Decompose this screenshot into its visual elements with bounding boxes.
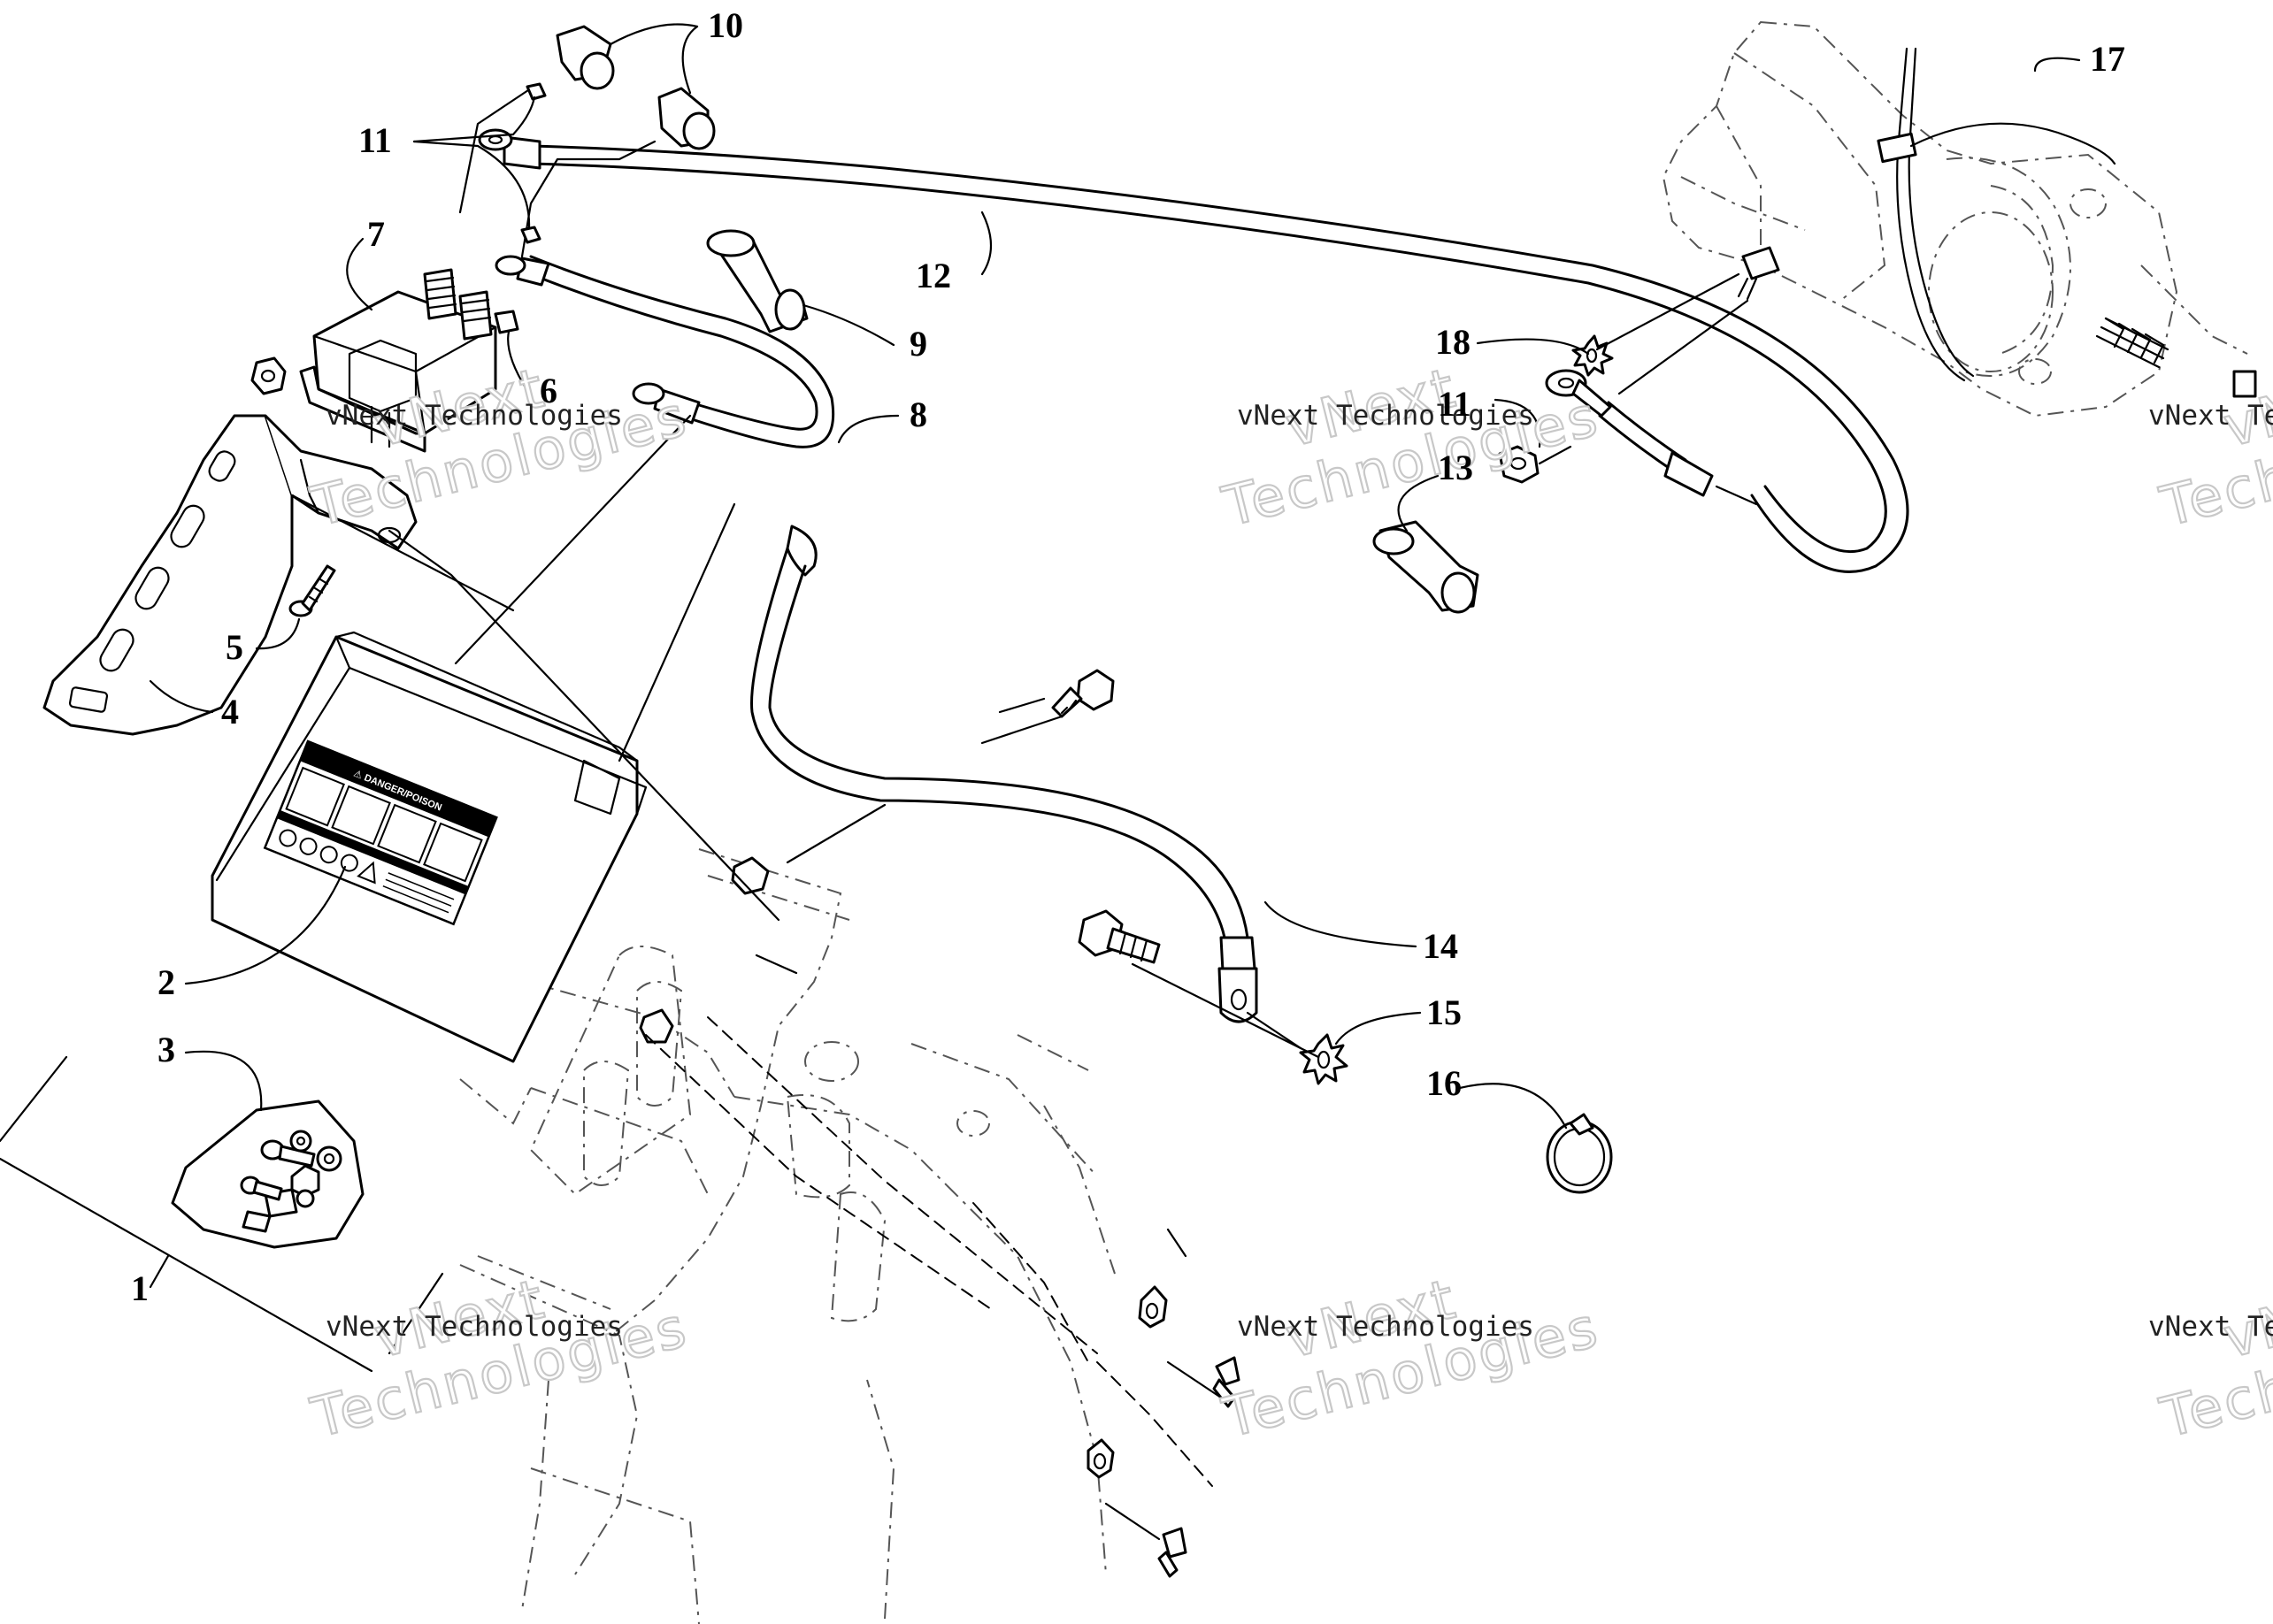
watermark-caption-top-left: vNext Technologies [326, 400, 623, 432]
chassis-frame-outline [459, 848, 1116, 1624]
starter-motor [1662, 20, 2257, 417]
callout-16: 16 [1426, 1063, 1462, 1103]
callout-17: 17 [2090, 39, 2125, 79]
callout-numbers: 10 11 7 12 9 6 8 5 4 2 3 1 14 15 16 17 1… [131, 5, 2125, 1308]
starter-solenoid [299, 268, 519, 453]
exploded-view-lines [0, 272, 1758, 1541]
leader-lines [149, 23, 2081, 1289]
watermark-caption-bottom-center: vNext Technologies [1237, 1311, 1534, 1343]
ground-cable [750, 525, 1258, 1023]
callout-10: 10 [708, 5, 743, 45]
callout-9: 9 [910, 324, 927, 364]
watermark-caption-bottom-right: vNext Technologies [2148, 1311, 2273, 1343]
watermark-caption-bottom-left: vNext Technologies [326, 1311, 623, 1343]
callout-11: 11 [358, 120, 392, 160]
callout-7: 7 [367, 214, 385, 254]
hose-clamp [1546, 1113, 1613, 1194]
starter-cable-short [1372, 334, 1714, 614]
main-battery-cable [478, 128, 1909, 573]
battery-hold-down-strap [42, 356, 418, 736]
callout-18: 18 [1435, 322, 1471, 362]
terminal-boot-10 [458, 25, 716, 258]
screw-5 [288, 564, 336, 617]
assembly-lines [645, 1016, 1213, 1487]
callout-6: 6 [540, 371, 557, 410]
frame-bolt [1051, 669, 1115, 718]
callout-5: 5 [226, 627, 243, 667]
callout-13: 13 [1438, 448, 1473, 487]
battery: ⚠ DANGER/POISON [211, 631, 648, 1063]
watermark-caption-top-center: vNext Technologies [1237, 400, 1534, 432]
lower-fasteners [639, 856, 1240, 1578]
watermark-caption-top-right: vNext Technologies [2148, 400, 2273, 432]
callout-12: 12 [916, 256, 951, 295]
callout-4: 4 [221, 692, 239, 732]
ground-bolt [1078, 909, 1161, 964]
terminal-boot-9 [706, 229, 809, 333]
callout-15: 15 [1426, 992, 1462, 1032]
hardware-kit [171, 1099, 365, 1249]
callout-3: 3 [157, 1030, 175, 1069]
hex-nut-upper [520, 82, 547, 244]
callout-11-right: 11 [1438, 384, 1471, 424]
star-washer [1299, 1033, 1348, 1085]
cable-tie [1877, 47, 2116, 382]
callout-2: 2 [157, 962, 175, 1002]
callout-8: 8 [910, 395, 927, 434]
callout-1: 1 [131, 1268, 149, 1308]
solenoid-cable [495, 255, 835, 448]
callout-14: 14 [1423, 926, 1458, 966]
